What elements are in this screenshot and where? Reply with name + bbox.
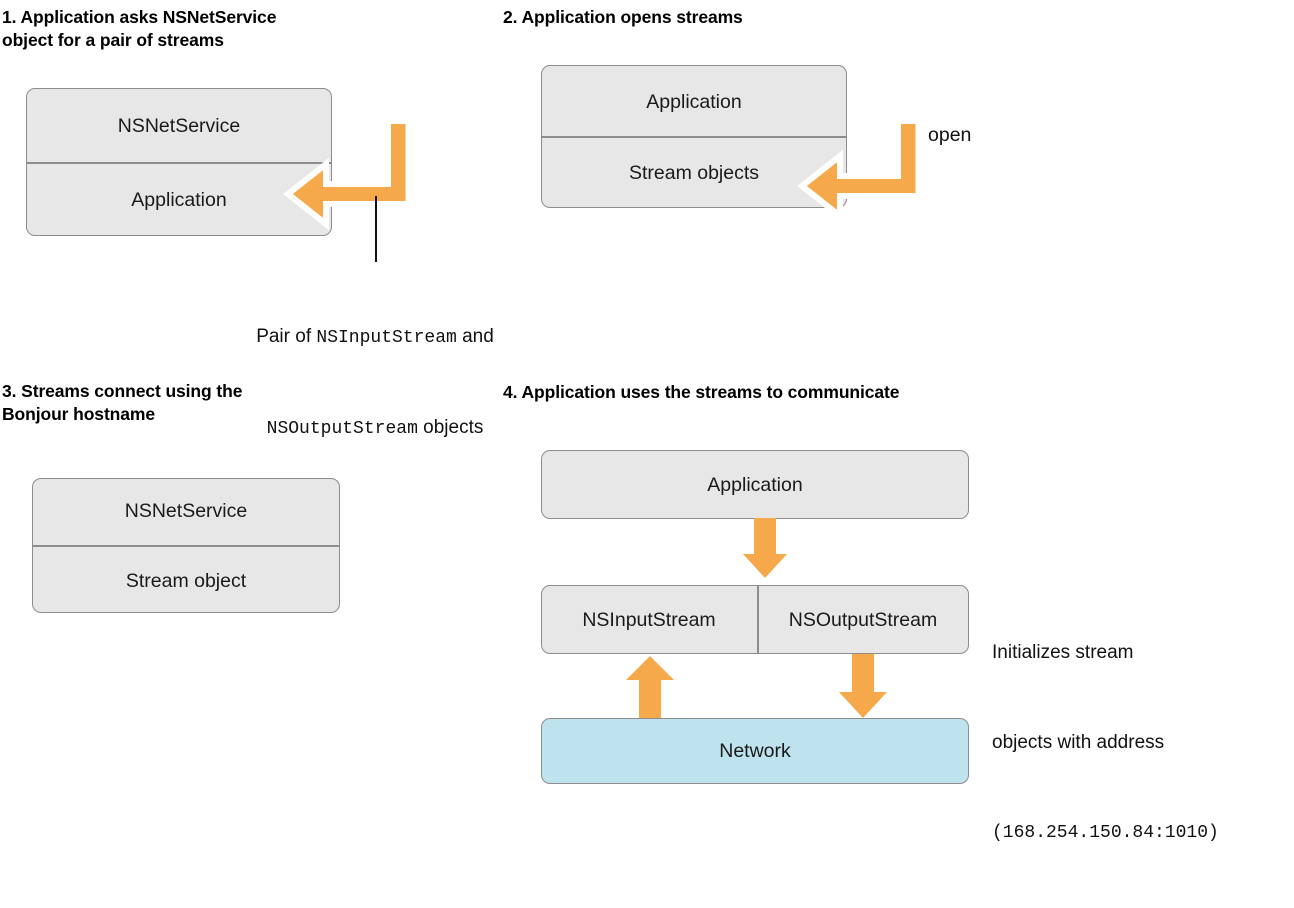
panel-4-arrow-down-app-to-streams-icon xyxy=(743,518,787,578)
panel-4-network-box xyxy=(541,718,969,784)
panel-2-open-label: open xyxy=(928,124,972,146)
caption-text-objects: objects xyxy=(417,417,484,438)
panel-1-caption-line-2: NSOutputStream objects xyxy=(120,413,630,444)
panel-1-caption-line-1: Pair of NSInputStream and xyxy=(120,322,630,353)
panel-4-nsinputstream-label: NSInputStream xyxy=(582,609,716,631)
panel-1-box-application-label: Application xyxy=(131,189,227,211)
panel-4-annotation-line-1: Initializes stream xyxy=(992,642,1134,663)
caption-nsoutputstream: NSOutputStream xyxy=(266,419,418,439)
panel-4-arrow-down-output-to-network-icon xyxy=(839,654,887,718)
panel-2-heading: 2. Application opens streams xyxy=(503,7,743,27)
panel-2-box-stream-objects-label: Stream objects xyxy=(628,162,760,184)
panel-2-u-turn-arrow-icon xyxy=(797,118,922,223)
panel-1-heading: 1. Application asks NSNetService object … xyxy=(2,7,277,50)
diagram-canvas: 1. Application asks NSNetService object … xyxy=(2,7,1219,843)
panel-4-network-label: Network xyxy=(719,740,791,762)
panel-4-annotation: Initializes stream objects with address … xyxy=(992,578,1292,908)
panel-3-heading: 3. Streams connect using the Bonjour hos… xyxy=(2,381,243,424)
panel-1-box-nsnetservice-label: NSNetService xyxy=(117,115,241,137)
panel-1-caption: Pair of NSInputStream and NSOutputStream… xyxy=(120,262,630,504)
panel-4-annotation-line-2: objects with address xyxy=(992,732,1165,753)
panel-4-streams-divider xyxy=(757,586,759,653)
panel-4-nsoutputstream-label: NSOutputStream xyxy=(788,609,938,631)
panel-1-stack-divider xyxy=(27,162,331,164)
panel-4-annotation-address: (168.254.150.84:1010) xyxy=(992,823,1219,843)
panel-2-box-application-label: Application xyxy=(646,91,742,113)
panel-4-application-box xyxy=(541,450,969,519)
panel-4-arrow-up-network-to-input-icon xyxy=(626,656,674,718)
panel-3-stack-divider xyxy=(33,545,339,547)
panel-4-application-label: Application xyxy=(707,474,803,496)
panel-4-streams-box xyxy=(541,585,969,654)
panel-1-u-turn-arrow-icon xyxy=(283,118,412,231)
panel-3-box-stream-object-label: Stream object xyxy=(125,570,247,592)
caption-nsinputstream: NSInputStream xyxy=(316,328,457,348)
panel-1-leader-line xyxy=(375,196,377,262)
panel-3-box-nsnetservice-label: NSNetService xyxy=(124,500,248,522)
panel-4-heading: 4. Application uses the streams to commu… xyxy=(503,382,900,402)
panel-2-stack-divider xyxy=(542,136,846,138)
caption-text-pre: Pair of xyxy=(256,326,317,347)
caption-text-post: and xyxy=(456,326,494,347)
